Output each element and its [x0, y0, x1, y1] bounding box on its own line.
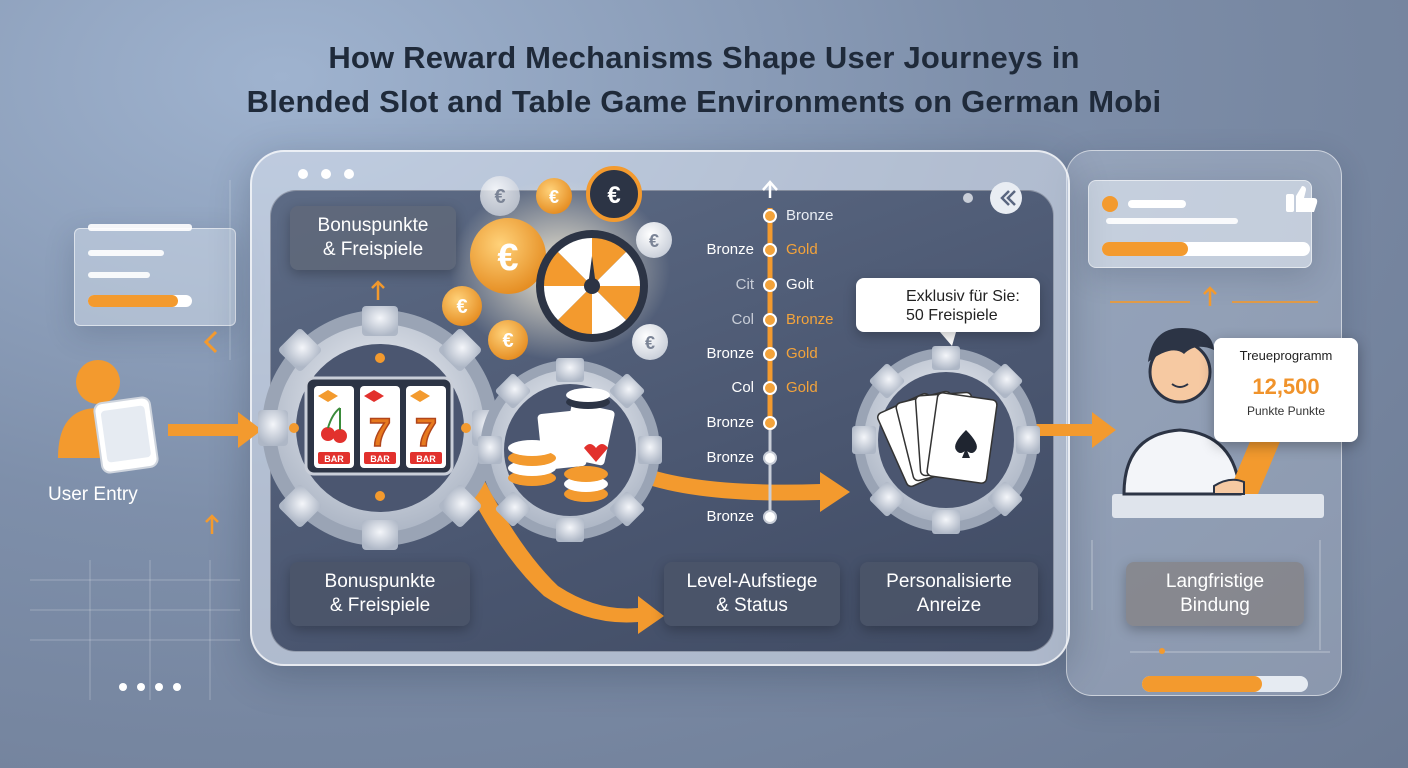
back-arrows-icon[interactable]: [990, 182, 1022, 214]
right-progress-bar: [1142, 676, 1308, 692]
stage-retention: Langfristige Bindung: [1126, 562, 1304, 626]
tier-left-6: Bronze: [706, 414, 754, 431]
slot-machine-icon: [304, 376, 454, 476]
tier-left-1: Bronze: [706, 241, 754, 258]
stage-bonus-top: Bonuspunkte & Freispiele: [290, 206, 456, 270]
title-line-1: How Reward Mechanisms Shape User Journey…: [328, 40, 1080, 75]
slot-bar-2: BAR: [370, 454, 390, 464]
tier-right-4: Bronze: [786, 311, 834, 328]
svg-text:€: €: [494, 186, 505, 208]
prize-wheel-icon: [536, 230, 648, 342]
playing-cards-icon: [877, 390, 998, 488]
stage-personal: Personalisierte Anreize: [860, 562, 1038, 626]
tier-left-5: Col: [731, 379, 754, 396]
stage-user-entry: User Entry: [48, 484, 138, 505]
tier-left-4: Bronze: [706, 345, 754, 362]
page-title: How Reward Mechanisms Shape User Journey…: [0, 36, 1408, 124]
svg-text:€: €: [549, 187, 559, 207]
tier-left-8: Bronze: [706, 508, 754, 525]
slot-symbols: 7 7 BAR BAR BAR: [318, 410, 442, 464]
svg-text:€: €: [645, 333, 655, 353]
title-line-2: Blended Slot and Table Game Environments…: [246, 84, 1162, 119]
svg-text:€: €: [607, 182, 620, 209]
poker-chips-icon: [508, 388, 615, 502]
tier-left-2: Cit: [735, 276, 754, 293]
tier-left-3: Col: [731, 311, 754, 328]
svg-text:€: €: [497, 237, 518, 279]
svg-text:€: €: [502, 330, 513, 352]
svg-text:€: €: [649, 231, 659, 251]
euro-coin-icon: € € € € € € € €: [442, 166, 672, 360]
small-up-arrows: [203, 280, 1217, 534]
thumbs-up-icon: [1286, 186, 1318, 212]
loyalty-points: 12,500: [1252, 374, 1320, 399]
right-card-content: [1102, 196, 1310, 256]
loyalty-header: Treueprogramm: [1214, 338, 1358, 366]
slot-seven-2: 7: [415, 411, 437, 455]
tier-right-3: Golt: [786, 276, 814, 293]
stage-bonus-bottom: Bonuspunkte & Freispiele: [290, 562, 470, 626]
loyalty-card: Treueprogramm 12,500 Punkte Punkte: [1214, 338, 1358, 442]
tier-right-5: Gold: [786, 345, 818, 362]
user-laptop-icon: [1112, 328, 1324, 518]
stage-level: Level-Aufstiege & Status: [664, 562, 840, 626]
loyalty-unit: Punkte Punkte: [1246, 404, 1326, 418]
offer-bubble: Exklusiv für Sie: 50 Freispiele: [856, 278, 1040, 332]
offer-line-2: 50 Freispiele: [906, 307, 998, 324]
tier-right-1: Bronze: [786, 207, 834, 224]
grid-decoration: [30, 180, 240, 700]
svg-text:€: €: [456, 296, 467, 318]
tier-right-2: Gold: [786, 241, 818, 258]
tier-timeline: [762, 180, 778, 524]
tier-right-6: Gold: [786, 379, 818, 396]
slot-bar-1: BAR: [324, 454, 344, 464]
accent-dot: [1159, 648, 1165, 654]
user-phone-icon: [58, 360, 159, 474]
left-card-content: [88, 224, 192, 307]
slot-seven-1: 7: [369, 411, 391, 455]
offer-line-1: Exklusiv für Sie:: [906, 288, 1020, 305]
window-dots: [119, 169, 973, 691]
tier-left-7: Bronze: [706, 449, 754, 466]
slot-bar-3: BAR: [416, 454, 436, 464]
